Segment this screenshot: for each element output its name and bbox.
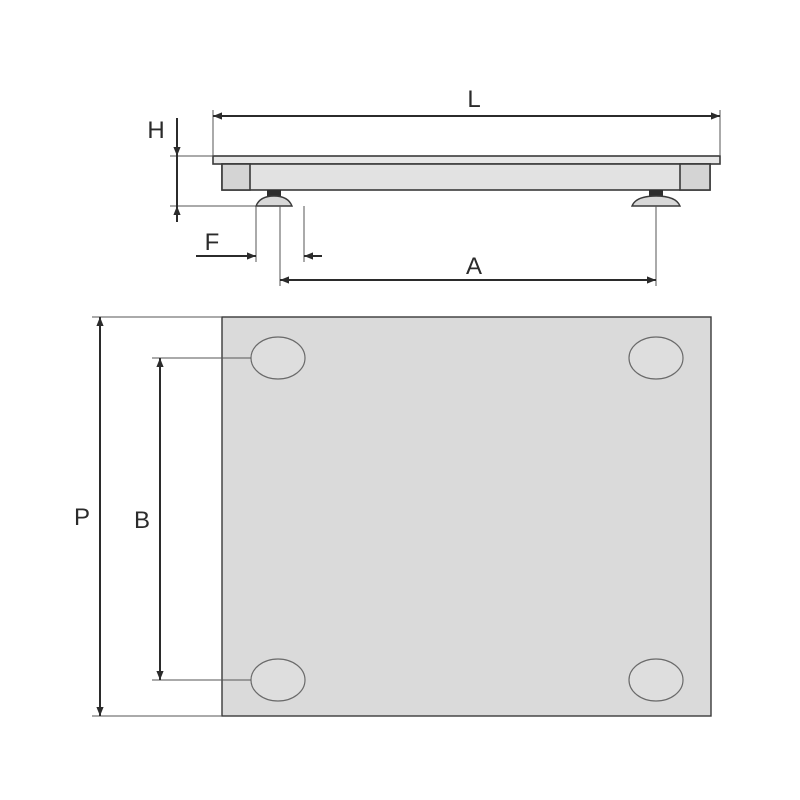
foot-pad-bottom-left <box>250 658 306 702</box>
frame-end-left <box>221 163 251 191</box>
frame-beam <box>221 163 711 191</box>
dimension-H: H <box>147 117 256 222</box>
dimension-F: F <box>196 206 322 262</box>
deck-plate <box>212 155 721 165</box>
label-P: P <box>74 504 90 531</box>
dimension-A: A <box>279 206 657 286</box>
label-F: F <box>205 229 220 256</box>
label-B: B <box>134 507 150 534</box>
side-view: L H F A <box>147 86 721 286</box>
dimension-P: P <box>74 316 222 717</box>
foot-right <box>630 190 682 207</box>
foot-pad-top-left <box>250 336 306 380</box>
foot-pad-top-right <box>628 336 684 380</box>
dimension-L: L <box>212 86 721 156</box>
dimension-B: B <box>134 357 251 681</box>
label-H: H <box>147 117 164 144</box>
label-L: L <box>467 86 480 113</box>
label-A: A <box>466 253 482 280</box>
frame-end-right <box>679 163 711 191</box>
foot-pad-bottom-right <box>628 658 684 702</box>
foot-left <box>254 190 294 207</box>
top-view: P B <box>74 316 712 717</box>
platform-top <box>221 316 712 717</box>
